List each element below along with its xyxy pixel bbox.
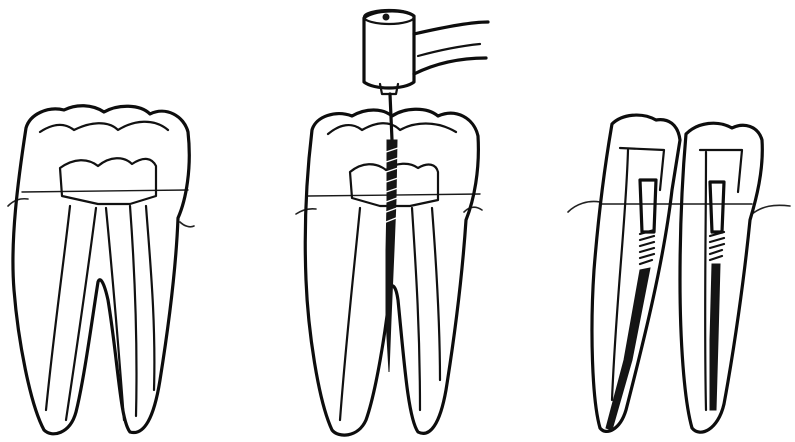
handpiece-shank-bottom	[414, 58, 486, 74]
handpiece-shank-top	[414, 22, 488, 34]
gum-level-line	[22, 190, 188, 192]
center-root-canal	[412, 208, 420, 410]
left-post-threads	[640, 230, 654, 264]
pulp-chamber	[60, 158, 156, 204]
tooth-outline	[13, 106, 189, 434]
right-root-canal-wall	[705, 152, 706, 410]
left-root-canal	[340, 208, 360, 420]
right-post-threads	[710, 232, 724, 260]
left-root-canal	[46, 206, 70, 410]
left-post-head	[640, 180, 656, 232]
endodontic-file-blade	[386, 140, 397, 372]
gum-line-left	[568, 201, 600, 212]
right-root-canal	[146, 206, 154, 390]
panel-handpiece-file	[296, 10, 488, 435]
endodontic-file-shaft	[390, 94, 392, 140]
crown-ridge	[40, 122, 168, 132]
right-root-filling	[710, 264, 720, 410]
handpiece-button-icon	[383, 14, 389, 20]
center-root-canal-inner	[130, 206, 137, 416]
gum-line-right	[464, 207, 482, 212]
handpiece-shank-mid	[418, 44, 480, 56]
panel-untreated-molar	[8, 106, 194, 434]
left-root-outline	[592, 115, 680, 431]
right-post-head	[710, 182, 724, 232]
right-root-canal	[432, 208, 440, 380]
panel-posts-and-filling	[568, 115, 790, 432]
right-root-outline	[680, 123, 762, 432]
gum-line-right	[752, 205, 790, 214]
gum-line-right	[180, 222, 194, 227]
